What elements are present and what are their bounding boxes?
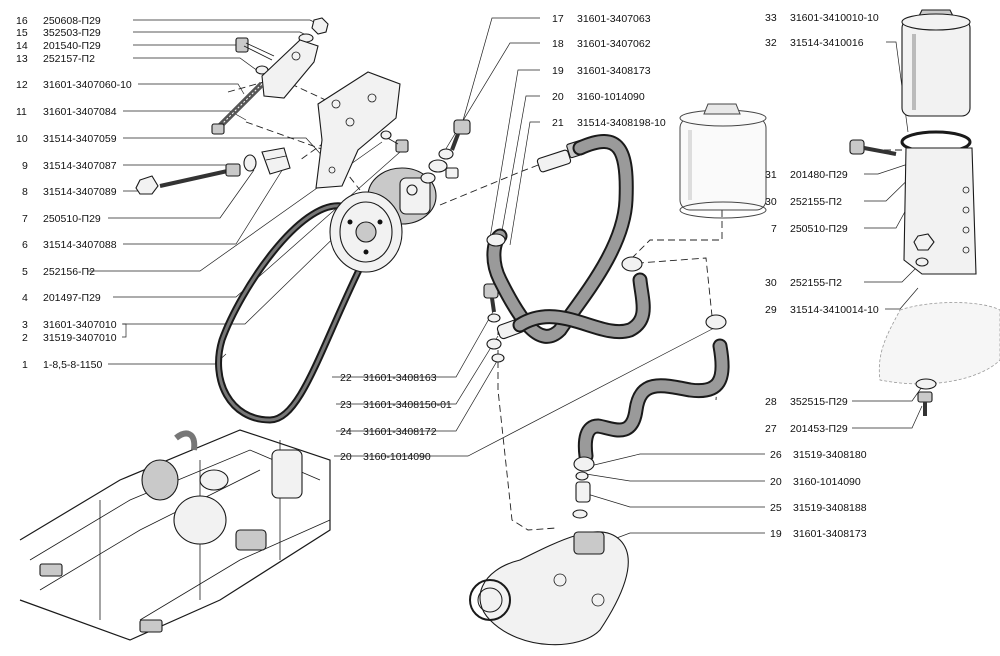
tensioner-parts — [135, 17, 409, 195]
label-num: 17 — [552, 13, 564, 25]
label-code: 31514-3410016 — [790, 37, 864, 49]
label-num: 2 — [22, 332, 28, 344]
label-num: 7 — [22, 213, 28, 225]
label-code: 250510-П29 — [790, 223, 848, 235]
label-num: 28 — [765, 396, 777, 408]
label-code: 252155-П2 — [790, 196, 842, 208]
label-num: 30 — [765, 277, 777, 289]
label-num: 22 — [340, 372, 352, 384]
label-num: 14 — [16, 40, 28, 52]
label-num: 12 — [16, 79, 28, 91]
label-code: 201540-П29 — [43, 40, 101, 52]
label-code: 252157-П2 — [43, 53, 95, 65]
pump-assembly — [215, 167, 437, 424]
label-num: 5 — [22, 266, 28, 278]
label-code: 252155-П2 — [790, 277, 842, 289]
label-code: 31519-3408188 — [793, 502, 867, 514]
label-num: 20 — [770, 476, 782, 488]
label-code: 31514-3407089 — [43, 186, 117, 198]
label-num: 16 — [16, 15, 28, 27]
label-code: 31601-3408163 — [363, 372, 437, 384]
label-code: 31514-3407088 — [43, 239, 117, 251]
label-num: 30 — [765, 196, 777, 208]
label-num: 10 — [16, 133, 28, 145]
label-code: 31601-3407062 — [577, 38, 651, 50]
label-code: 352515-П29 — [790, 396, 848, 408]
label-num: 26 — [770, 449, 782, 461]
label-num: 4 — [22, 292, 28, 304]
label-num: 9 — [22, 160, 28, 172]
label-code: 201497-П29 — [43, 292, 101, 304]
label-num: 23 — [340, 399, 352, 411]
label-code: 250510-П29 — [43, 213, 101, 225]
label-num: 20 — [552, 91, 564, 103]
part-labels: 16 250608-П29 15 352503-П29 14 201540-П2… — [16, 12, 879, 540]
leader-lines — [88, 17, 931, 549]
label-num: 18 — [552, 38, 564, 50]
label-num: 19 — [770, 528, 782, 540]
label-code: 31601-3407010 — [43, 319, 117, 331]
hoses — [486, 134, 730, 519]
label-code: 31514-3410014-10 — [790, 304, 879, 316]
label-code: 31519-3407010 — [43, 332, 117, 344]
label-num: 20 — [340, 451, 352, 463]
right-reservoir-assembly — [849, 9, 1000, 416]
label-code: 31514-3407087 — [43, 160, 117, 172]
label-num: 25 — [770, 502, 782, 514]
steering-gear — [469, 531, 629, 646]
label-num: 27 — [765, 423, 777, 435]
label-num: 21 — [552, 117, 564, 129]
label-num: 1 — [22, 359, 28, 371]
label-num: 24 — [340, 426, 352, 438]
label-code: 31601-3408172 — [363, 426, 437, 438]
label-code: 250608-П29 — [43, 15, 101, 27]
label-num: 33 — [765, 12, 777, 24]
label-code: 31601-3407060-10 — [43, 79, 132, 91]
label-num: 19 — [552, 65, 564, 77]
label-num: 29 — [765, 304, 777, 316]
label-code: 31601-3407084 — [43, 106, 117, 118]
label-code: 352503-П29 — [43, 27, 101, 39]
label-code: 31601-3408173 — [793, 528, 867, 540]
label-code: 31514-3408198-10 — [577, 117, 666, 129]
vehicle-frame-overview — [19, 429, 331, 641]
label-code: 252156-П2 — [43, 266, 95, 278]
label-code: 201453-П29 — [790, 423, 848, 435]
label-code: 3160-1014090 — [793, 476, 861, 488]
label-code: 3160-1014090 — [363, 451, 431, 463]
label-code: 31514-3407059 — [43, 133, 117, 145]
label-num: 15 — [16, 27, 28, 39]
label-num: 13 — [16, 53, 28, 65]
label-code: 1-8,5-8-1150 — [43, 359, 103, 371]
middle-reservoir — [679, 103, 767, 219]
label-num: 31 — [765, 169, 777, 181]
label-code: 31519-3408180 — [793, 449, 867, 461]
label-num: 32 — [765, 37, 777, 49]
label-num: 7 — [771, 223, 777, 235]
label-code: 31601-3410010-10 — [790, 12, 879, 24]
label-code: 3160-1014090 — [577, 91, 645, 103]
label-code: 31601-3408173 — [577, 65, 651, 77]
label-num: 3 — [22, 319, 28, 331]
label-num: 6 — [22, 239, 28, 251]
label-code: 201480-П29 — [790, 169, 848, 181]
label-num: 8 — [22, 186, 28, 198]
label-code: 31601-3408150-01 — [363, 399, 452, 411]
label-code: 31601-3407063 — [577, 13, 651, 25]
label-num: 11 — [16, 106, 27, 118]
